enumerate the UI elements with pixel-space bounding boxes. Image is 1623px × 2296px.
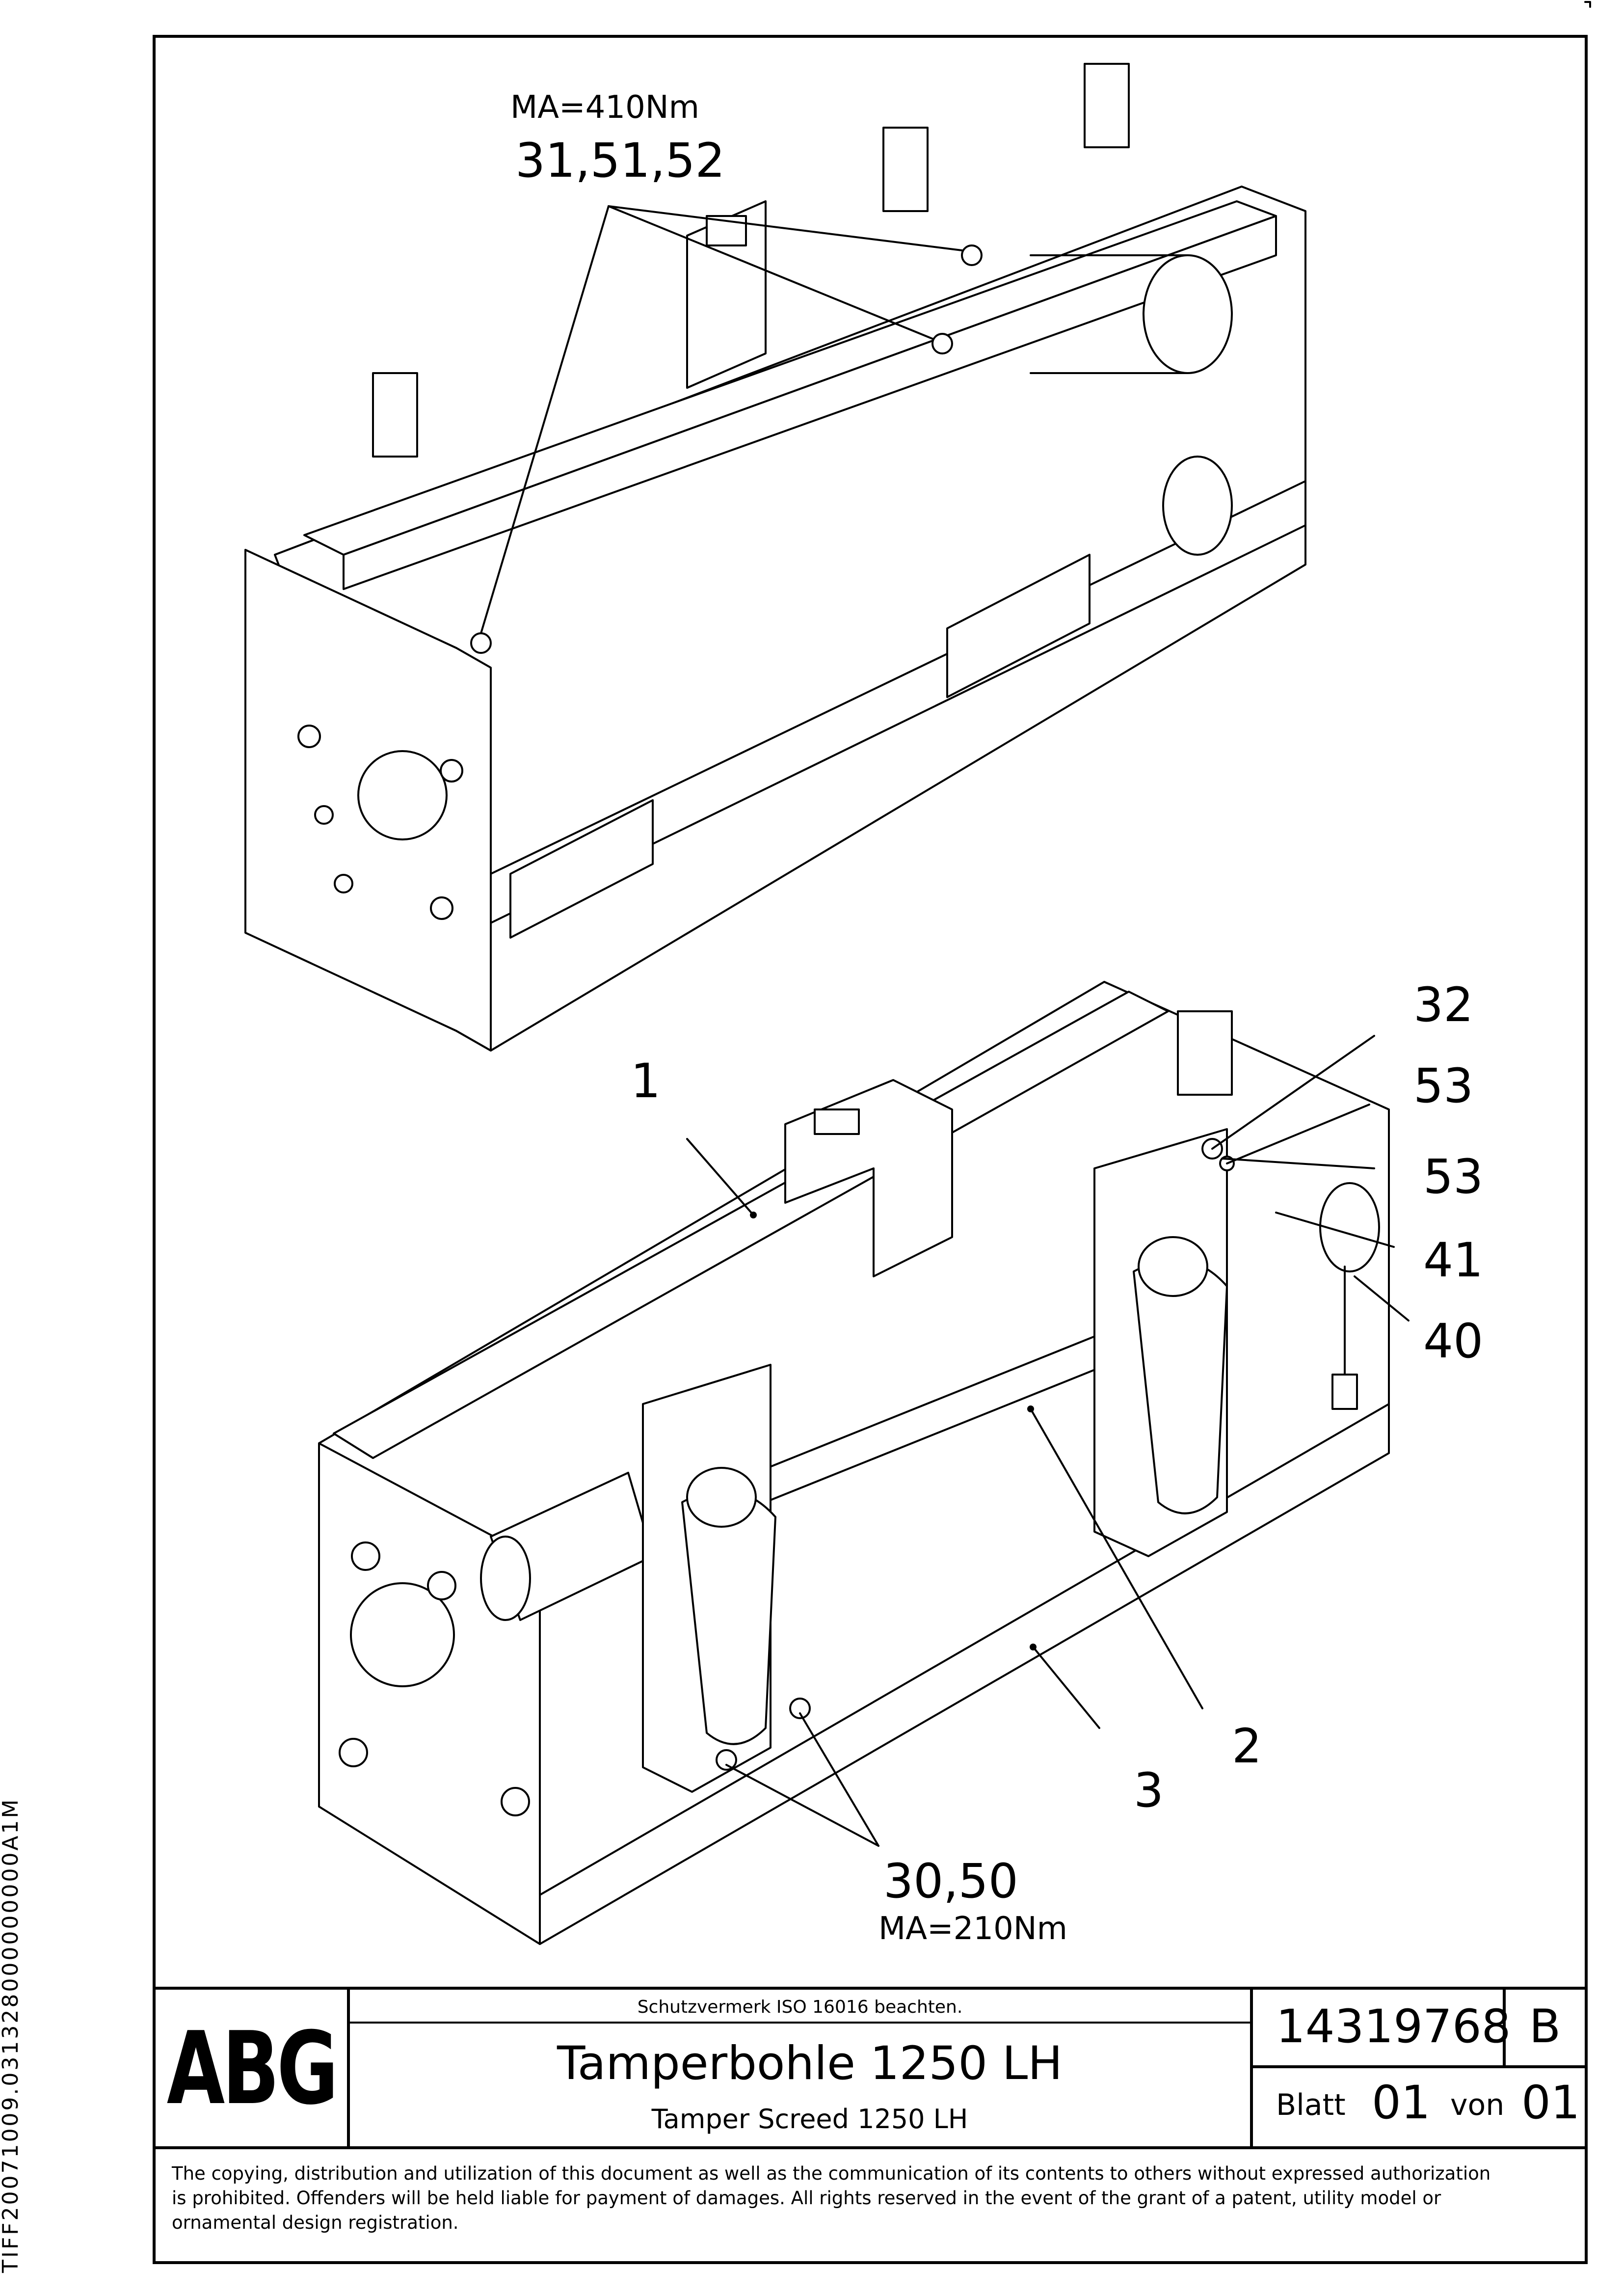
sheet-label: Blatt	[1276, 2088, 1346, 2122]
upper-cover-2	[946, 554, 1091, 698]
upper-bolt-1	[470, 632, 492, 654]
callout-3: 3	[1134, 1763, 1164, 1818]
leader-30	[725, 1764, 879, 1847]
title-block	[154, 1987, 1586, 2149]
upper-cylinder-1	[1143, 254, 1233, 374]
callout-32: 32	[1413, 977, 1473, 1032]
upper-lifting-bracket	[686, 200, 767, 389]
lower-shaft-flange	[1319, 1182, 1380, 1272]
copyright-line-2: is prohibited. Offenders will be held li…	[172, 2188, 1441, 2209]
drawing-frame	[153, 35, 1588, 2264]
lower-view	[318, 981, 1410, 1945]
revision: B	[1529, 2000, 1561, 2053]
abg-logo: ABG	[167, 2010, 336, 2127]
upper-clamp-3	[1084, 63, 1130, 148]
copyright-line-1: The copying, distribution and utilizatio…	[171, 2163, 1490, 2184]
leader-50	[799, 1712, 879, 1847]
of-label: von	[1450, 2088, 1504, 2122]
corner-mark	[1584, 1, 1591, 8]
upper-end-plate-bore	[357, 750, 448, 840]
lower-end-plate-bore	[350, 1582, 455, 1687]
lower-bolt-50	[789, 1698, 811, 1719]
callout-2: 2	[1232, 1719, 1262, 1774]
upper-leader-3	[608, 205, 933, 340]
upper-view	[244, 63, 1306, 1052]
upper-cylinder-2	[1162, 456, 1233, 556]
sheet-total: 01	[1521, 2076, 1580, 2130]
title-english: Tamper Screed 1250 LH	[651, 2104, 968, 2134]
callout-53-b: 53	[1423, 1149, 1483, 1204]
side-code: TIFF20071009.031328000000000A1M	[0, 1798, 23, 2273]
upper-clamp-1	[372, 372, 418, 458]
drawing-number: 14319768	[1276, 2000, 1511, 2053]
upper-torque-label: MA=410Nm	[510, 89, 699, 126]
upper-callout-31-51-52: 31,51,52	[515, 133, 725, 188]
leader-53b	[1221, 1158, 1375, 1169]
title-german: Tamperbohle 1250 LH	[557, 2037, 1063, 2090]
lower-torque-label: MA=210Nm	[878, 1911, 1067, 1947]
upper-cover-1	[509, 799, 654, 939]
leader-2	[1030, 1408, 1203, 1709]
copyright-line-3: ornamental design registration.	[172, 2212, 459, 2233]
upper-clamp-2	[882, 127, 929, 212]
lower-top-clamp	[1177, 1010, 1233, 1096]
upper-leader-2	[608, 205, 963, 251]
leader-32	[1211, 1035, 1375, 1150]
lower-bolt-30	[716, 1749, 737, 1771]
callout-30-50: 30,50	[883, 1854, 1018, 1909]
callout-53-a: 53	[1413, 1058, 1473, 1113]
callout-41: 41	[1423, 1233, 1483, 1288]
leader-1	[686, 1138, 754, 1216]
callout-1: 1	[631, 1053, 661, 1108]
callout-40: 40	[1423, 1314, 1483, 1369]
sheet-number: 01	[1372, 2076, 1431, 2130]
protection-notice: Schutzvermerk ISO 16016 beachten.	[638, 1997, 963, 2017]
leader-40	[1354, 1275, 1410, 1322]
upper-leader-1	[480, 205, 610, 634]
leader-3	[1032, 1646, 1100, 1729]
leader-41	[1275, 1212, 1395, 1248]
upper-bolt-2	[961, 244, 983, 266]
leader-53a	[1226, 1104, 1370, 1164]
upper-top-rail-face	[343, 215, 1277, 590]
upper-bolt-3	[931, 333, 953, 354]
